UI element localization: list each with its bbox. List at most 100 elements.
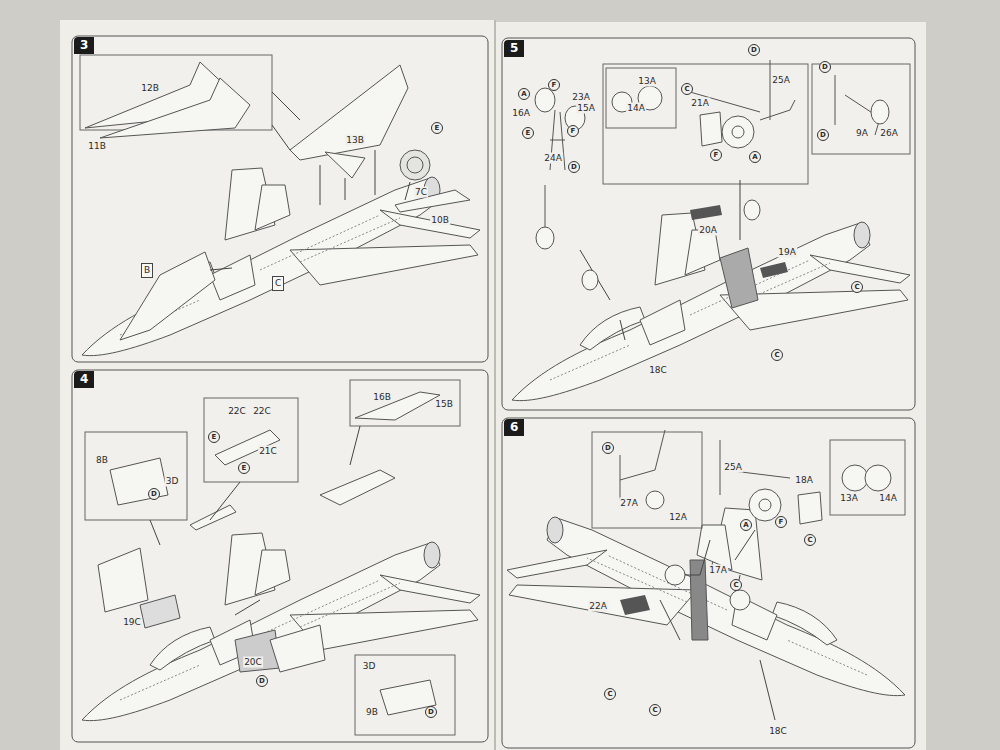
glue-letter: F bbox=[775, 516, 787, 528]
drawing-part bbox=[80, 55, 480, 356]
drawing-part bbox=[320, 470, 395, 505]
callout-number: 12B bbox=[140, 83, 160, 94]
step-number: 4 bbox=[74, 371, 94, 388]
drawing-part bbox=[700, 112, 722, 146]
callout-number: 22C bbox=[252, 406, 272, 417]
callout-number: 25A bbox=[771, 75, 791, 86]
drawing-part bbox=[760, 262, 788, 278]
node-text: 5 bbox=[510, 41, 518, 56]
callout-number: 18A bbox=[794, 475, 814, 486]
drawing-part bbox=[82, 380, 480, 735]
callout-number: 18C bbox=[648, 365, 668, 376]
callout-number: 16B bbox=[372, 392, 392, 403]
callout-number: 12A bbox=[668, 512, 688, 523]
callout-number: 13B bbox=[345, 135, 365, 146]
callout-number: 22A bbox=[588, 601, 608, 612]
drawing-part bbox=[210, 268, 232, 270]
callout-number: 19A bbox=[777, 247, 797, 258]
glue-letter: A bbox=[749, 151, 761, 163]
drawing-part bbox=[215, 430, 280, 465]
drawing-part bbox=[290, 65, 408, 160]
drawing-part bbox=[82, 533, 480, 721]
glue-letter: D bbox=[256, 675, 268, 687]
callout-number: 13A bbox=[839, 493, 859, 504]
drawing-part bbox=[685, 530, 755, 600]
drawing-part bbox=[830, 440, 905, 515]
glue-letter: C bbox=[804, 534, 816, 546]
drawing-part bbox=[350, 380, 460, 426]
drawing-part bbox=[798, 492, 822, 524]
callout-number: 22C bbox=[227, 406, 247, 417]
glue-letter: A bbox=[740, 519, 752, 531]
glue-letter: C bbox=[730, 579, 742, 591]
drawing-part bbox=[110, 458, 168, 505]
subassembly-tag: C bbox=[272, 276, 284, 291]
drawing-part bbox=[545, 185, 546, 230]
drawing-part bbox=[535, 88, 555, 112]
callout-number: 24A bbox=[543, 153, 563, 164]
glue-letter: C bbox=[681, 83, 693, 95]
drawing-part bbox=[72, 370, 488, 742]
drawing-part bbox=[606, 68, 676, 128]
glue-letter: E bbox=[431, 122, 443, 134]
callout-number: 16A bbox=[511, 108, 531, 119]
glue-letter: D bbox=[568, 161, 580, 173]
drawing-part bbox=[150, 426, 360, 615]
step-number: 3 bbox=[74, 37, 94, 54]
drawing-part bbox=[812, 64, 910, 154]
callout-number: 18C bbox=[768, 726, 788, 737]
callout-number: 15B bbox=[434, 399, 454, 410]
drawing-part bbox=[494, 20, 496, 750]
drawing-part bbox=[120, 252, 215, 340]
drawing-part bbox=[722, 116, 754, 148]
drawing-part bbox=[720, 440, 790, 495]
drawing-part bbox=[749, 489, 781, 521]
drawing-part bbox=[660, 600, 775, 720]
drawing-part bbox=[512, 60, 910, 401]
callout-number: 10B bbox=[430, 215, 450, 226]
step-number: 6 bbox=[504, 419, 524, 436]
callout-number: 8B bbox=[95, 455, 109, 466]
drawing-part bbox=[72, 36, 488, 362]
callout-number: 17A bbox=[708, 565, 728, 576]
drawing-part bbox=[272, 92, 410, 205]
drawing-part bbox=[665, 565, 685, 585]
drawing-part bbox=[592, 432, 702, 528]
glue-letter: F bbox=[710, 149, 722, 161]
callout-number: 7C bbox=[414, 187, 428, 198]
node-text: C bbox=[275, 278, 281, 289]
callout-number: 20C bbox=[243, 657, 263, 668]
glue-letter: D bbox=[817, 129, 829, 141]
node-text: 6 bbox=[510, 420, 518, 435]
node-text: B bbox=[144, 265, 150, 276]
callout-number: 14A bbox=[878, 493, 898, 504]
drawing-part bbox=[395, 190, 470, 212]
drawing-part bbox=[270, 625, 325, 672]
drawing-part bbox=[407, 157, 423, 173]
drawing-part bbox=[620, 430, 665, 500]
drawing-part bbox=[502, 418, 915, 748]
drawing-part bbox=[60, 20, 496, 750]
drawing-part bbox=[82, 168, 480, 356]
drawing-part bbox=[759, 499, 771, 511]
drawing-part bbox=[603, 64, 808, 184]
glue-letter: E bbox=[208, 431, 220, 443]
drawing-part bbox=[580, 180, 740, 340]
callout-number: 9B bbox=[365, 707, 379, 718]
glue-letter: D bbox=[602, 442, 614, 454]
glue-letter: E bbox=[522, 127, 534, 139]
callout-number: 19C bbox=[122, 617, 142, 628]
drawing-part bbox=[582, 270, 598, 290]
drawing-part bbox=[646, 491, 664, 509]
glue-letter: C bbox=[604, 688, 616, 700]
drawing-part bbox=[140, 595, 180, 628]
callout-number: 15A bbox=[576, 103, 596, 114]
drawing-part bbox=[690, 60, 795, 120]
glue-letter: D bbox=[748, 44, 760, 56]
callout-number: 14A bbox=[626, 103, 646, 114]
callout-number: 26A bbox=[879, 128, 899, 139]
drawing-part bbox=[620, 595, 650, 615]
subassembly-tag: B bbox=[141, 263, 153, 278]
